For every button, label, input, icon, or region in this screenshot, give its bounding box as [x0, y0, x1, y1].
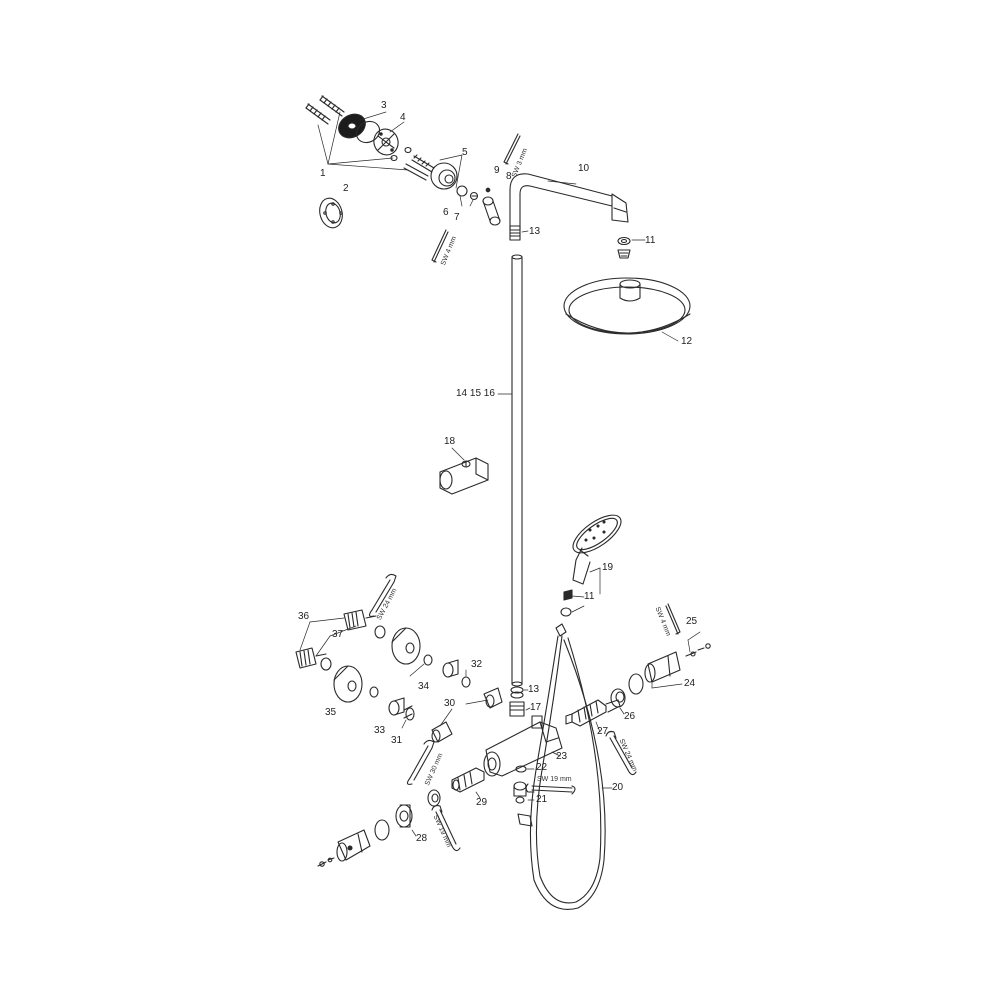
- thermostat-cartridge-part-27: [565, 699, 621, 733]
- grub-screw-part-7: [469, 191, 479, 201]
- wrench-sw3-icon: [503, 133, 521, 165]
- label-part-4: 4: [400, 112, 406, 123]
- label-part-8: 8: [506, 171, 512, 182]
- slider-part-18: [439, 447, 489, 495]
- seal-ring-part-28: [374, 819, 390, 841]
- label-part-29: 29: [476, 797, 488, 808]
- label-part-13-bottom: 13: [528, 684, 540, 695]
- label-part-1: 1: [320, 168, 326, 179]
- riser-rail-part-14: [497, 254, 523, 687]
- label-part-10: 10: [578, 163, 590, 174]
- label-part-11-hand: 11: [584, 591, 595, 602]
- label-part-19: 19: [602, 562, 614, 573]
- nut-part-28: [427, 789, 441, 807]
- head-connector-part-11: [617, 249, 631, 259]
- label-part-20: 20: [612, 782, 624, 793]
- adapter-ring-part-26: [610, 688, 626, 715]
- hand-shower-part-19: [572, 514, 622, 595]
- label-part-5: 5: [462, 147, 468, 158]
- rail-adapter-part-17: [509, 701, 531, 717]
- wrench-sw30-icon: [406, 739, 435, 785]
- handle-screw-part-28: [317, 857, 335, 867]
- label-part-36: 36: [298, 611, 310, 622]
- wrench-sw4-top-icon: [431, 229, 449, 263]
- handle-screw-part-25: [685, 631, 711, 657]
- o-ring-part-22: [515, 765, 535, 773]
- o-ring-part-6: [456, 185, 468, 197]
- adapter-part-28: [395, 804, 413, 828]
- hand-shower-connector-part-11: [560, 589, 585, 617]
- label-part-30: 30: [444, 698, 456, 709]
- wrench-sw24-right-icon: [605, 730, 637, 776]
- label-part-11-top: 11: [645, 235, 656, 246]
- washer-part-34: [369, 654, 433, 698]
- s-union-part-37: [295, 609, 386, 671]
- label-parts-14-15-16: 14 15 16: [456, 388, 495, 399]
- nut-part-32: [442, 659, 471, 688]
- label-part-31: 31: [391, 735, 403, 746]
- label-part-28: 28: [416, 833, 428, 844]
- mounting-bracket-part-4: [373, 128, 399, 156]
- leader-lines-36: [299, 617, 345, 651]
- label-part-33: 33: [374, 725, 386, 736]
- flow-handle-part-28: [336, 829, 417, 862]
- wall-screws: [305, 95, 435, 181]
- label-part-21: 21: [536, 794, 548, 805]
- cover-cap-part-2: [319, 197, 343, 229]
- label-part-13-top: 13: [529, 226, 541, 237]
- washer-part-11-top: [617, 236, 646, 246]
- connector-part-33: [388, 697, 405, 716]
- label-part-7: 7: [454, 212, 460, 223]
- grub-screw-part-9: [485, 187, 491, 193]
- label-part-37: 37: [332, 629, 344, 640]
- seal-ring-part-26: [628, 673, 644, 695]
- wrench-sw4-right-icon: [665, 603, 681, 635]
- wall-rosette-part-35-upper: [391, 627, 421, 665]
- label-part-9: 9: [494, 165, 500, 176]
- seal-ring-part-3: [355, 120, 381, 144]
- label-part-18: 18: [444, 436, 456, 447]
- wrench-sw19-bottom-icon: [431, 804, 461, 852]
- label-part-2: 2: [343, 183, 349, 194]
- label-part-34: 34: [418, 681, 430, 692]
- check-valve-nut-part-30: [431, 687, 503, 743]
- shower-arm-part-10: [509, 173, 629, 231]
- label-part-32: 32: [471, 659, 483, 670]
- arm-sleeve-part-8: [482, 196, 501, 226]
- filter-part-31: [401, 705, 415, 729]
- label-part-22: 22: [536, 762, 548, 773]
- label-part-24: 24: [684, 678, 696, 689]
- label-part-25: 25: [686, 616, 698, 627]
- leader-lines-top-left: [317, 111, 474, 207]
- wall-flange-part-5: [430, 162, 458, 190]
- wrench-sw19-mid-icon: [525, 783, 576, 795]
- label-part-23: 23: [556, 751, 568, 762]
- label-part-12: 12: [681, 336, 693, 347]
- wall-rosette-part-35-lower: [333, 665, 363, 703]
- small-nuts: [390, 146, 412, 162]
- label-part-35: 35: [325, 707, 337, 718]
- connector-part-13-top: [509, 225, 529, 241]
- wrench-sw24-left-icon: [368, 573, 397, 617]
- label-part-3: 3: [381, 100, 387, 111]
- temperature-handle-part-24: [644, 651, 683, 689]
- label-part-6: 6: [443, 207, 449, 218]
- label-part-27: 27: [597, 726, 609, 737]
- shower-hose-part-20: [517, 623, 613, 910]
- thermostat-body-part-23: [483, 715, 563, 777]
- connector-part-13-bottom: [510, 686, 529, 699]
- wrench-size-sw19-mid: SW 19 mm: [537, 776, 572, 783]
- label-part-17: 17: [530, 702, 542, 713]
- label-part-26: 26: [624, 711, 636, 722]
- overhead-shower-part-12: [563, 277, 691, 342]
- cartridge-part-29: [451, 767, 485, 799]
